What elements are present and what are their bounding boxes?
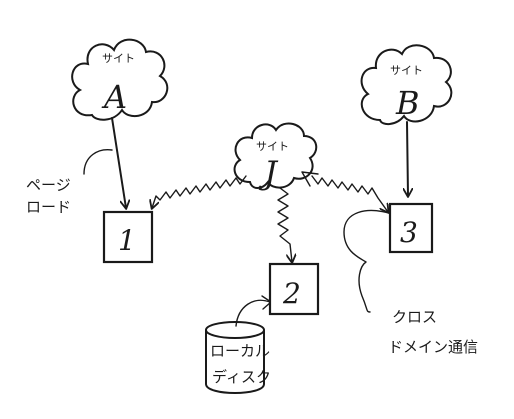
local-disk-cylinder: ローカル ディスク <box>205 321 271 394</box>
box-1: 1 <box>102 210 154 264</box>
site-b-cloud-shape <box>360 44 453 126</box>
box-2-frame <box>268 262 320 316</box>
box-1-label: 1 <box>118 224 136 257</box>
cross-domain-line2: ドメイン通信 <box>388 338 478 356</box>
local-disk-label-line1: ローカル <box>210 342 270 360</box>
site-a-caption: サイト <box>102 52 135 65</box>
local-disk-top <box>205 321 265 339</box>
site-j-cloud: サイト J <box>233 122 318 192</box>
arrow-site-b-to-box-3 <box>407 121 408 196</box>
box-2: 2 <box>268 262 320 316</box>
site-a-cloud-shape <box>71 38 169 121</box>
site-a-cloud: サイト A <box>71 38 169 121</box>
page-load-pointer <box>83 149 113 175</box>
site-b-letter: B <box>395 84 420 122</box>
box-1-frame <box>102 210 154 264</box>
arrow-site-j-to-box-3 <box>311 175 388 212</box>
site-j-caption: サイト <box>256 140 289 153</box>
site-b-caption: サイト <box>390 64 423 77</box>
arrow-site-a-to-box-1 <box>111 117 126 208</box>
arrow-site-j-to-box-2 <box>277 187 292 262</box>
site-a-letter: A <box>101 78 127 116</box>
page-load-note: ページ ロード <box>26 176 71 216</box>
box-3-label: 3 <box>400 216 418 249</box>
page-load-line2: ロード <box>26 198 71 216</box>
cross-domain-line1: クロス <box>392 308 437 326</box>
box-3-frame <box>388 202 434 254</box>
box-2-label: 2 <box>282 277 301 310</box>
box-3: 3 <box>388 202 434 254</box>
site-b-cloud: サイト B <box>360 44 453 126</box>
site-j-cloud-shape <box>233 122 318 189</box>
arrow-head-site-j-from-box-3 <box>301 171 319 187</box>
page-load-line1: ページ <box>26 176 71 194</box>
cross-domain-pointer <box>343 209 393 313</box>
arrow-site-j-to-box-1 <box>152 175 247 208</box>
cross-domain-note: クロス ドメイン通信 <box>388 308 478 356</box>
local-disk-body <box>205 329 265 394</box>
site-j-letter: J <box>258 154 279 192</box>
local-disk-label-line2: ディスク <box>212 368 271 386</box>
